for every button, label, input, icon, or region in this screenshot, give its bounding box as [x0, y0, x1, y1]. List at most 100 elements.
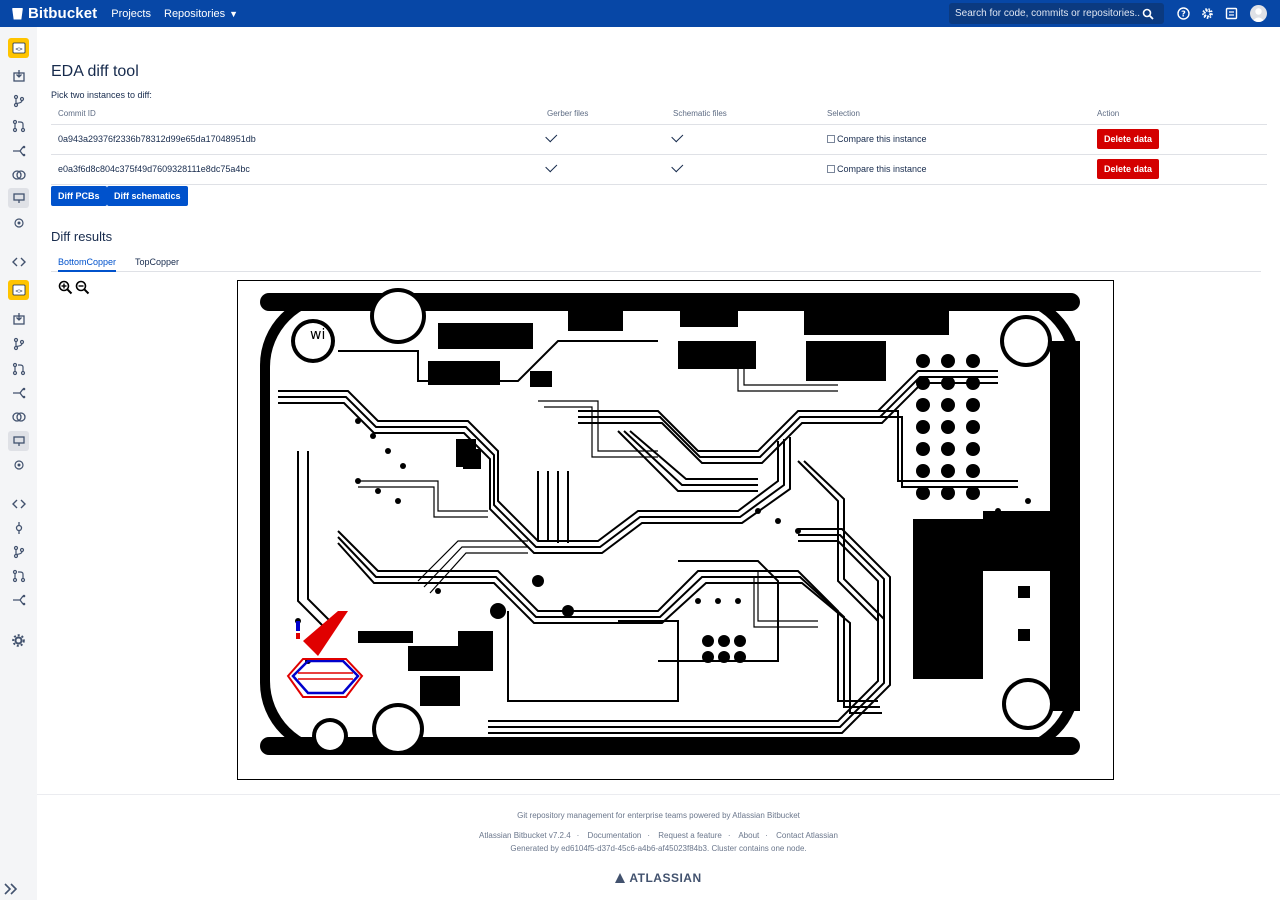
board-logo-text: wi — [310, 327, 325, 343]
settings-target-icon[interactable] — [8, 213, 29, 233]
bitbucket-logo[interactable]: Bitbucket — [12, 5, 97, 22]
page-subtitle: Pick two instances to diff: — [51, 90, 152, 100]
compare-checkbox[interactable]: Compare this instance — [827, 164, 927, 174]
footer-request-feature-link[interactable]: Request a feature — [658, 831, 722, 840]
footer-version[interactable]: Atlassian Bitbucket v7.2.4 — [479, 831, 571, 840]
footer-documentation-link[interactable]: Documentation — [587, 831, 642, 840]
compare-label: Compare this instance — [837, 163, 927, 174]
expand-sidebar-icon[interactable] — [0, 878, 22, 900]
pull-requests-icon-3[interactable] — [8, 566, 29, 586]
search-box[interactable] — [949, 3, 1164, 24]
table-row: 0a943a29376f2336b78312d99e65da17048951db… — [51, 124, 1267, 155]
compare-icon[interactable] — [8, 165, 29, 185]
clone-icon[interactable] — [8, 66, 29, 86]
header-schematic-files: Schematic files — [666, 104, 820, 125]
branches-icon[interactable] — [8, 91, 29, 111]
chevron-down-icon: ▼ — [229, 8, 239, 19]
schematic-check — [666, 154, 820, 185]
forks-icon-2[interactable] — [8, 383, 29, 403]
check-icon — [545, 130, 558, 143]
gerber-check — [540, 124, 666, 155]
selection-cell: Compare this instance — [820, 154, 1090, 185]
separator: · — [727, 831, 731, 840]
action-cell: Delete data — [1090, 154, 1267, 185]
checkbox[interactable] — [827, 134, 835, 143]
header-selection: Selection — [820, 104, 1090, 125]
repository-avatar-icon[interactable]: <> — [8, 38, 29, 58]
forks-icon-3[interactable] — [8, 590, 29, 610]
svg-text:<>: <> — [15, 46, 23, 53]
svg-text:<>: <> — [15, 288, 23, 295]
table-row: e0a3f6d8c804c375f49d7609328111e8dc75a4bc… — [51, 154, 1267, 185]
header-action: Action — [1090, 104, 1267, 125]
svg-text:?: ? — [1181, 10, 1186, 19]
footer-links: Atlassian Bitbucket v7.2.4 · Documentatio… — [37, 831, 1280, 840]
source-icon-2[interactable] — [8, 494, 29, 514]
commit-id: 0a943a29376f2336b78312d99e65da17048951db — [51, 124, 540, 155]
inbox-icon[interactable] — [1224, 6, 1239, 21]
separator: · — [647, 831, 651, 840]
eda-diff-icon-2[interactable] — [8, 431, 29, 451]
projects-link[interactable]: Projects — [111, 8, 151, 20]
settings-target-icon-2[interactable] — [8, 455, 29, 475]
delete-data-button[interactable]: Delete data — [1097, 159, 1160, 179]
footer-about-link[interactable]: About — [738, 831, 760, 840]
instances-table: Commit ID Gerber files Schematic files S… — [51, 104, 1267, 185]
sidebar: <> <> — [0, 27, 37, 900]
source-icon[interactable] — [8, 252, 29, 272]
search-icon[interactable] — [1142, 8, 1154, 20]
compare-icon-2[interactable] — [8, 407, 29, 427]
atlassian-wordmark: ATLASSIAN — [629, 871, 702, 885]
repository-avatar-icon-2[interactable]: <> — [8, 280, 29, 300]
gear-icon[interactable] — [1200, 6, 1215, 21]
brand-name: Bitbucket — [28, 5, 98, 22]
branches-icon-3[interactable] — [8, 542, 29, 562]
tab-topcopper[interactable]: TopCopper — [135, 257, 180, 267]
compare-checkbox[interactable]: Compare this instance — [827, 134, 927, 144]
diff-pcbs-button[interactable]: Diff PCBs — [51, 186, 107, 206]
diff-results-title: Diff results — [51, 229, 113, 244]
commits-icon[interactable] — [8, 518, 29, 538]
gear-icon[interactable] — [8, 630, 29, 650]
separator: · — [765, 831, 768, 840]
footer-contact-link[interactable]: Contact Atlassian — [776, 831, 838, 840]
repositories-label: Repositories — [164, 7, 226, 20]
schematic-check — [666, 124, 820, 155]
selection-cell: Compare this instance — [820, 124, 1090, 155]
layer-tabs: BottomCopper TopCopper — [51, 254, 1261, 272]
zoom-out-icon[interactable] — [75, 280, 90, 295]
atlassian-logo[interactable]: ATLASSIAN — [37, 871, 1280, 885]
repositories-menu[interactable]: Repositories ▼ — [164, 8, 238, 20]
branches-icon-2[interactable] — [8, 334, 29, 354]
pcb-diff-viewer[interactable]: wi — [237, 280, 1114, 780]
top-navigation: Bitbucket Projects Repositories ▼ ? — [0, 0, 1280, 27]
zoom-in-icon[interactable] — [58, 280, 73, 295]
help-icon[interactable]: ? — [1176, 6, 1191, 21]
clone-icon-2[interactable] — [8, 309, 29, 329]
atlassian-icon — [615, 873, 626, 883]
pcb-bottom-copper-image: wi — [260, 288, 1080, 755]
gerber-check — [540, 154, 666, 185]
compare-label: Compare this instance — [837, 133, 927, 144]
diff-schematics-button[interactable]: Diff schematics — [107, 186, 188, 206]
table-header-row: Commit ID Gerber files Schematic files S… — [51, 104, 1267, 125]
projects-label: Projects — [111, 7, 151, 20]
header-gerber-files: Gerber files — [540, 104, 666, 125]
tab-bottomcopper[interactable]: BottomCopper — [58, 257, 117, 272]
check-icon — [671, 130, 684, 143]
check-icon — [545, 160, 558, 173]
pull-requests-icon-2[interactable] — [8, 359, 29, 379]
user-avatar[interactable] — [1250, 5, 1267, 22]
forks-icon[interactable] — [8, 141, 29, 161]
page-title: EDA diff tool — [51, 63, 139, 80]
check-icon — [671, 160, 684, 173]
pull-requests-icon[interactable] — [8, 116, 29, 136]
checkbox[interactable] — [827, 164, 835, 173]
delete-data-button[interactable]: Delete data — [1097, 129, 1160, 149]
eda-diff-icon[interactable] — [8, 188, 29, 208]
bitbucket-icon — [12, 7, 23, 20]
header-commit-id: Commit ID — [51, 104, 540, 125]
search-input[interactable] — [955, 8, 1140, 19]
action-cell: Delete data — [1090, 124, 1267, 155]
footer-tagline: Git repository management for enterprise… — [517, 811, 800, 820]
